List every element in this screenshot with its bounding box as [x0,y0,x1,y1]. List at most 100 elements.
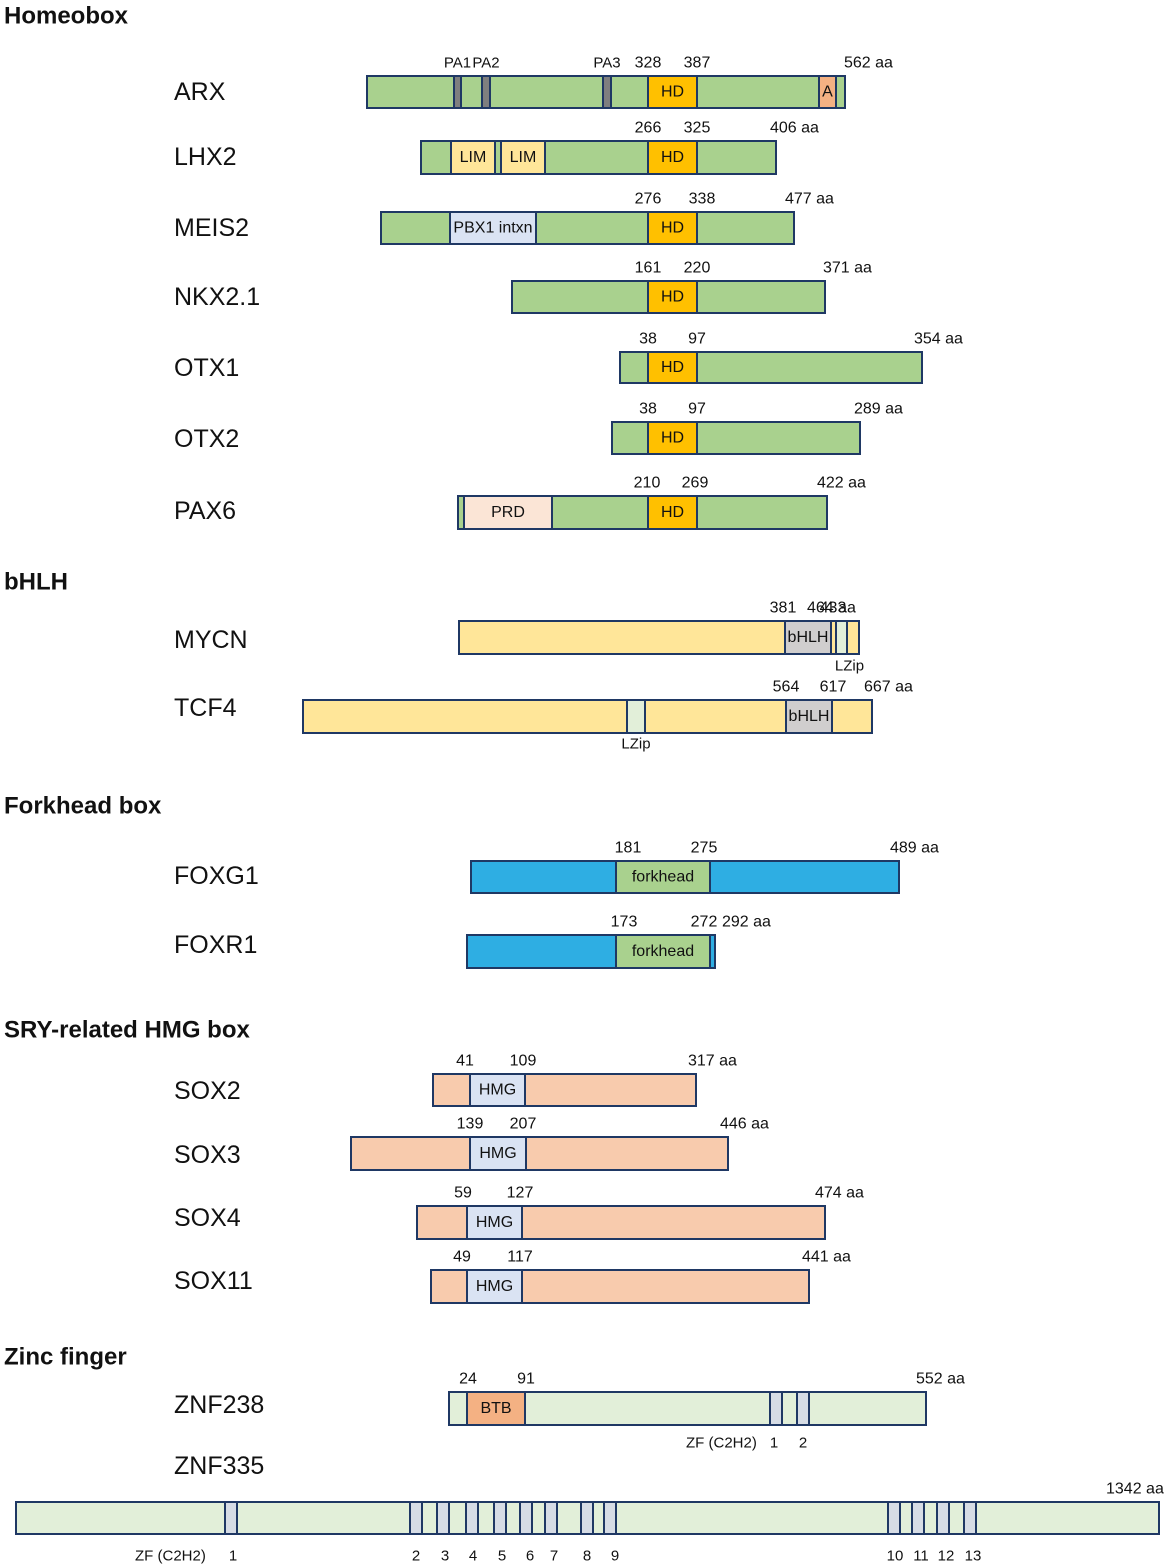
protein-bar [448,1391,927,1426]
domain-start-position: 266 [635,120,662,137]
hd-domain [647,140,698,175]
forkhead-domain [615,934,711,969]
prd-domain [463,495,553,530]
domain-label: A [822,84,833,101]
protein-name: OTX1 [174,354,239,382]
family-title: bHLH [4,569,68,596]
domain-end-position: 272 [691,914,718,931]
protein-length-label: 446 aa [720,1116,769,1133]
hmg-domain [466,1269,523,1304]
domain-label: HD [661,220,684,237]
protein-length-label: 317 aa [688,1053,737,1070]
zinc-finger-domain [465,1501,479,1535]
forkhead-domain [615,860,711,894]
domain-end-position: 97 [688,331,706,348]
domain-end-position: 433 [820,600,847,617]
domain-start-position: 49 [453,1249,471,1266]
hd-domain [647,280,698,314]
zf-type-label: ZF (C2H2) [686,1435,757,1452]
domain-label: HMG [476,1278,513,1295]
zinc-finger-domain [603,1501,617,1535]
zf-type-label: ZF (C2H2) [135,1548,206,1564]
domain-label: HD [661,359,684,376]
family-title: Homeobox [4,3,129,30]
protein-length-label: 292 aa [722,914,771,931]
lzip-domain [626,699,646,734]
zf-number-label: 7 [550,1548,558,1564]
zf-number-label: 12 [938,1548,955,1564]
domain-start-position: 59 [454,1185,472,1202]
domain-label: LIM [460,149,487,166]
zf-number-label: 2 [799,1435,807,1452]
zf-number-label: 3 [441,1548,449,1564]
family-title: Forkhead box [4,793,162,820]
hmg-domain [469,1073,526,1107]
domain-label: forkhead [632,943,694,960]
domain-start-position: 328 [635,55,662,72]
bhlh-domain [784,620,832,655]
protein-name: ZNF335 [174,1452,264,1480]
protein-name: PAX6 [174,497,236,525]
protein-length-label: 464 aa [807,600,856,617]
zf-number-label: 1 [770,1435,778,1452]
zf-number-label: 2 [412,1548,420,1564]
zinc-finger-domain [796,1391,810,1426]
domain-label: HMG [479,1082,516,1099]
lim-domain [500,140,546,175]
domain-end-position: 269 [682,475,709,492]
protein-length-label: 441 aa [802,1249,851,1266]
domain-end-position: 109 [510,1053,537,1070]
zinc-finger-domain [580,1501,594,1535]
lzip-label: LZip [835,658,864,675]
family-title: SRY-related HMG box [4,1017,250,1044]
lzip-domain [835,620,848,655]
btb-domain [466,1391,526,1426]
protein-name: FOXR1 [174,931,257,959]
domain-label: bHLH [789,708,830,725]
protein-length-label: 489 aa [890,840,939,857]
protein-length-label: 1342 aa [1106,1481,1164,1498]
zf-number-label: 10 [887,1548,904,1564]
arx_a-domain [818,75,837,109]
hd-domain [647,421,698,455]
hmg-domain [466,1205,523,1240]
domain-start-position: 38 [639,331,657,348]
domain-start-position: 381 [770,600,797,617]
domain-start-position: 161 [635,260,662,277]
domain-start-position: 139 [457,1116,484,1133]
protein-bar [302,699,873,734]
protein-length-label: 552 aa [916,1371,965,1388]
domain-label: HD [661,504,684,521]
zf-number-label: 5 [498,1548,506,1564]
domain-end-position: 338 [689,191,716,208]
domain-start-position: 173 [611,914,638,931]
zinc-finger-domain [963,1501,977,1535]
pa-domain [481,75,491,109]
domain-label: HD [661,430,684,447]
domain-end-position: 91 [517,1371,535,1388]
zf-number-label: 11 [913,1548,929,1564]
domain-label: bHLH [788,629,829,646]
domain-end-position: 387 [684,55,711,72]
domain-label: HMG [479,1145,516,1162]
protein-length-label: 371 aa [823,260,872,277]
protein-name: SOX3 [174,1141,241,1169]
protein-name: ARX [174,78,226,106]
zinc-finger-domain [544,1501,558,1535]
zinc-finger-domain [493,1501,507,1535]
domain-label: LIM [510,149,537,166]
hd-domain [647,211,698,245]
pa-domain [453,75,462,109]
domain-label: BTB [480,1400,511,1417]
zinc-finger-domain [911,1501,925,1535]
domain-end-position: 325 [684,120,711,137]
zf-number-label: 8 [583,1548,591,1564]
domain-end-position: 127 [507,1185,534,1202]
protein-name: NKX2.1 [174,283,260,311]
protein-length-label: 474 aa [815,1185,864,1202]
protein-length-label: 422 aa [817,475,866,492]
pbx-domain [449,211,537,245]
zf-number-label: 4 [469,1548,477,1564]
domain-end-position: 117 [507,1249,533,1266]
